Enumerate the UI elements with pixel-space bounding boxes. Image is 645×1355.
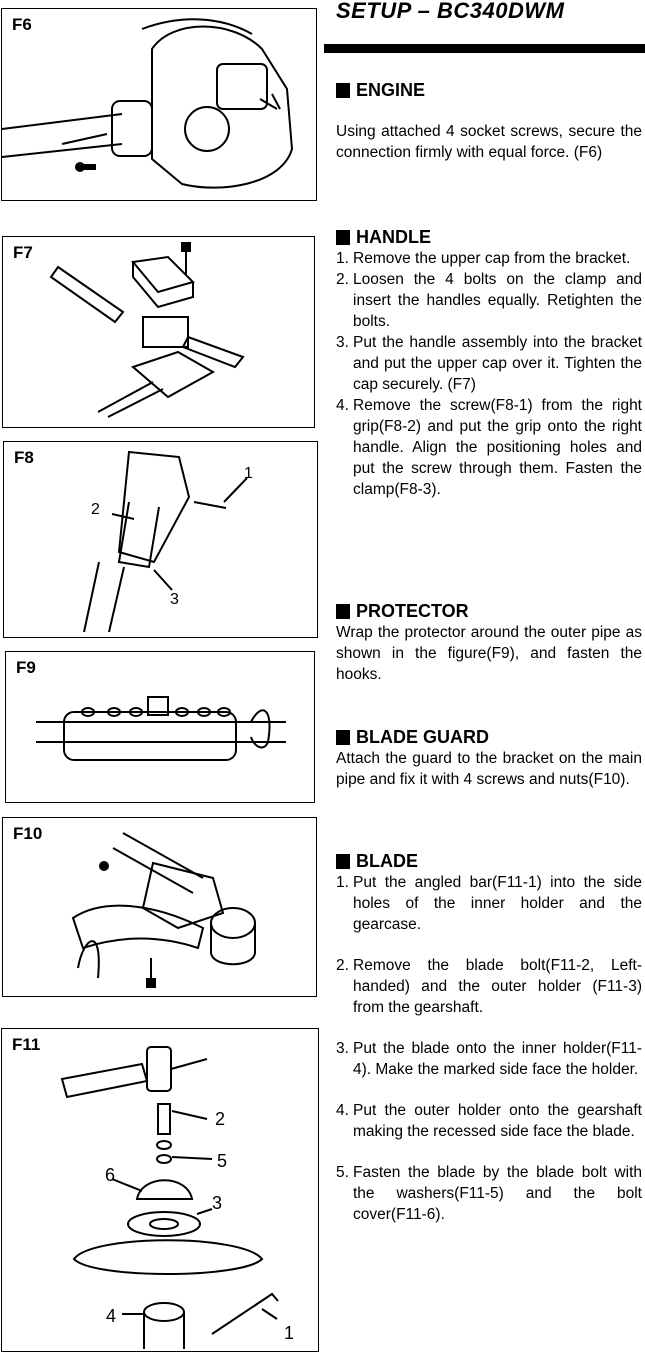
callout-5: 5 [217,1151,227,1171]
square-bullet-icon [336,83,350,98]
callout-4: 4 [106,1306,116,1326]
figure-f9: F9 [5,651,315,803]
callout-1: 1 [284,1323,294,1343]
square-bullet-icon [336,854,350,869]
callout-6: 6 [105,1165,115,1185]
section-heading: BLADE [336,851,642,872]
figure-f7: F7 [2,236,315,428]
figure-label: F11 [12,1035,41,1054]
right-grip-illustration: 1 2 3 [83,450,253,633]
list-item: 5.Fasten the blade by the blade bolt wit… [336,1164,642,1223]
section-engine: ENGINE Using attached 4 socket screws, s… [336,80,642,163]
square-bullet-icon [336,230,350,245]
list-item: 2.Remove the blade bolt(F11-2, Left-hand… [336,957,642,1016]
list-item: 3.Put the handle assembly into the brack… [336,334,642,393]
callout-2: 2 [91,501,100,518]
figure-label: F6 [12,15,32,34]
callout-1: 1 [244,465,253,482]
section-handle: HANDLE 1.Remove the upper cap from the b… [336,227,642,500]
square-bullet-icon [336,730,350,745]
section-blade-guard: BLADE GUARD Attach the guard to the brac… [336,727,642,790]
blade-steps: 1.Put the angled bar(F11-1) into the sid… [336,872,642,1225]
list-item: 1.Remove the upper cap from the bracket. [336,250,631,267]
figure-f10: F10 [2,817,317,997]
list-item: 1.Put the angled bar(F11-1) into the sid… [336,874,642,933]
square-bullet-icon [336,604,350,619]
section-text: Using attached 4 socket screws, secure t… [336,123,642,161]
handle-steps: 1.Remove the upper cap from the bracket.… [336,248,642,500]
section-protector: PROTECTOR Wrap the protector around the … [336,601,642,685]
figure-label: F9 [16,658,36,677]
figure-f8: 1 2 3 F8 [3,441,318,638]
blade-assembly-illustration: 2 5 6 3 4 1 [60,1046,294,1349]
list-item: 2.Loosen the 4 bolts on the clamp and in… [336,271,642,330]
section-text: Wrap the protector around the outer pipe… [336,624,642,683]
handle-clamp-illustration [49,242,245,418]
section-blade: BLADE 1.Put the angled bar(F11-1) into t… [336,851,642,1225]
section-heading: ENGINE [336,80,642,101]
figure-label: F8 [14,448,34,467]
figure-label: F10 [13,824,43,843]
figure-f6: F6 [1,8,317,201]
list-item: 4.Put the outer holder onto the gearshaf… [336,1102,642,1140]
callout-2: 2 [215,1109,225,1129]
callout-3: 3 [212,1193,222,1213]
title-rule [324,44,645,53]
section-heading: PROTECTOR [336,601,642,622]
section-heading: BLADE GUARD [336,727,642,748]
blade-guard-illustration [71,832,256,988]
list-item: 4.Remove the screw(F8-1) from the right … [336,397,642,498]
section-text: Attach the guard to the bracket on the m… [336,750,642,788]
figure-f11: 2 5 6 3 4 1 F11 [1,1028,319,1352]
figure-label: F7 [13,243,33,262]
engine-illustration [2,18,294,189]
page-title: SETUP – BC340DWM [336,0,565,23]
protector-illustration [36,696,286,761]
callout-3: 3 [170,591,179,608]
section-heading: HANDLE [336,227,642,248]
list-item: 3.Put the blade onto the inner holder(F1… [336,1040,642,1078]
